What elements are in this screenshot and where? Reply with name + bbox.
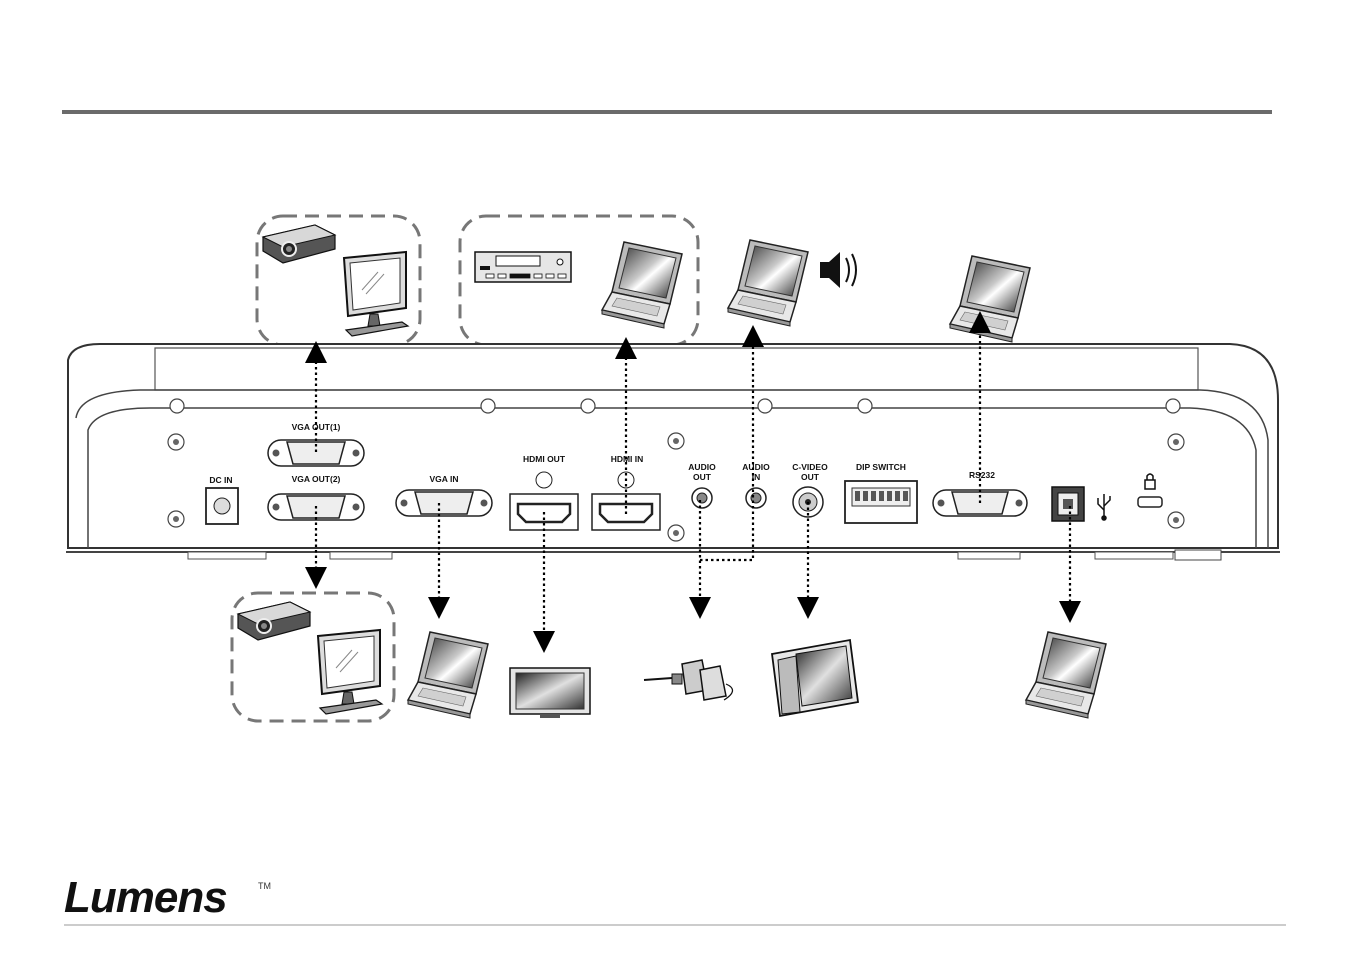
hdmi-in-group (458, 214, 700, 347)
monitor-top-icon (343, 251, 409, 337)
dvd-player-icon (474, 251, 572, 283)
usb-icon (1097, 494, 1111, 521)
speaker-icon (820, 252, 857, 288)
monitor-bottom-icon (317, 629, 383, 715)
trademark-mark: TM (258, 881, 271, 891)
label-audio-in-2: IN (752, 472, 761, 482)
label-hdmi-out: HDMI OUT (523, 454, 566, 464)
audio-in-jack (745, 487, 767, 509)
vga-out-2-group (230, 591, 396, 723)
vga-out-1-group (255, 214, 422, 347)
vga-in-port (395, 489, 493, 517)
label-dip-switch: DIP SWITCH (856, 462, 906, 472)
laptop-audio-in-icon (727, 239, 809, 327)
flat-tv-icon (509, 667, 591, 718)
label-c-video-out-2: OUT (801, 472, 820, 482)
label-audio-out-1: AUDIO (688, 462, 716, 472)
projector-bottom-icon (237, 601, 311, 641)
dip-switch (844, 480, 918, 524)
dc-in-port (205, 487, 239, 525)
label-vga-out-2: VGA OUT(2) (292, 474, 341, 484)
crt-tv-icon (770, 638, 860, 718)
laptop-usb-icon (1025, 631, 1107, 719)
label-dc-in: DC IN (209, 475, 232, 485)
audio-out-jack (691, 487, 713, 509)
label-audio-out-2: OUT (693, 472, 712, 482)
document-camera-rear-panel (66, 343, 1280, 561)
usb-port (1051, 486, 1085, 522)
powered-speakers-icon (643, 659, 734, 701)
laptop-rs232-icon (949, 255, 1031, 343)
laptop-vga-in-icon (407, 631, 489, 719)
label-c-video-out-1: C-VIDEO (792, 462, 828, 472)
label-vga-out-1: VGA OUT(1) (292, 422, 341, 432)
connection-lines (305, 311, 1081, 653)
laptop-hdmi-in-icon (601, 241, 683, 329)
lumens-logo: Lumens (64, 873, 227, 922)
label-vga-in: VGA IN (430, 474, 459, 484)
header-rule (62, 110, 1272, 114)
projector-top-icon (262, 224, 336, 264)
label-audio-in-1: AUDIO (742, 462, 770, 472)
vga-out-1-port (267, 439, 365, 467)
kensington-lock-icon (1137, 473, 1163, 508)
label-rs232: RS232 (969, 470, 995, 480)
